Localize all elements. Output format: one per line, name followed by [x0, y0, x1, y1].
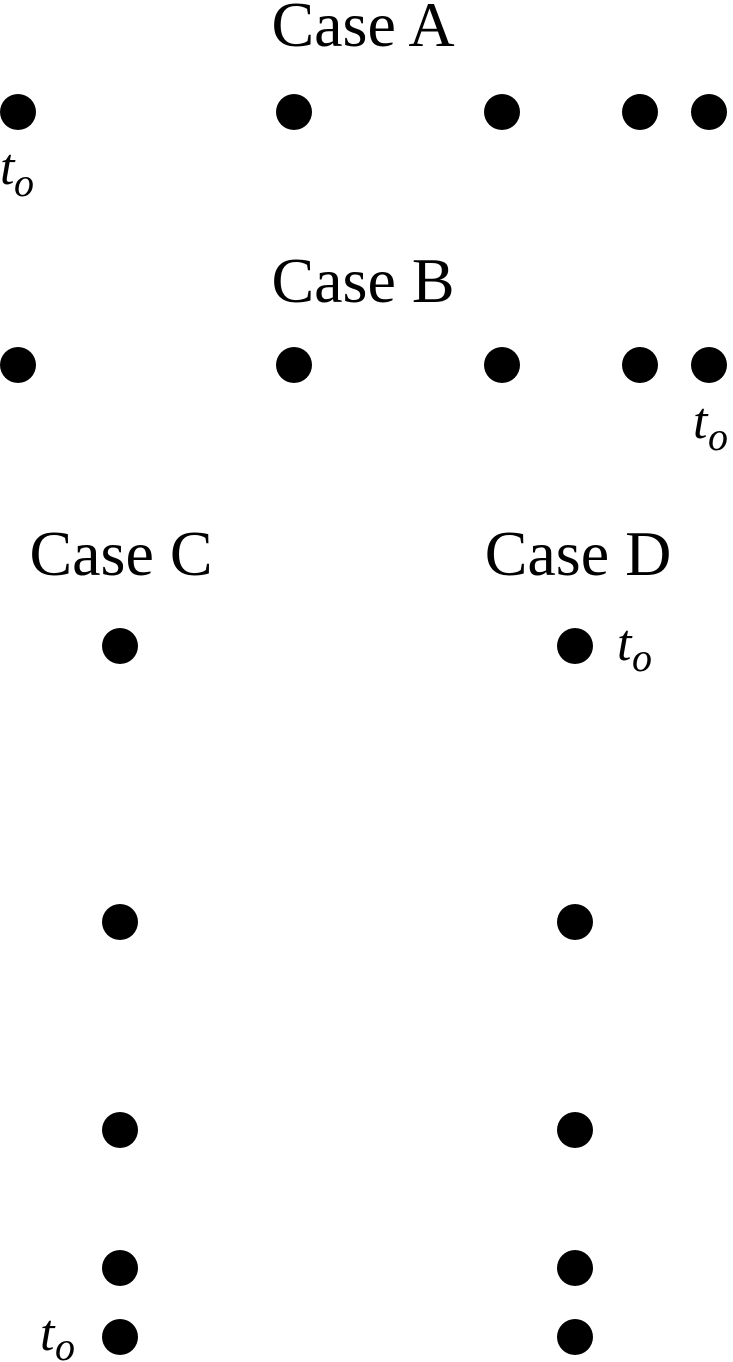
case-c-title: Case C: [29, 518, 212, 589]
case-b-t0-var: t: [693, 393, 709, 450]
case-a-t0-sub: o: [14, 160, 34, 205]
case-b-dot-4: [622, 347, 658, 383]
case-d-t0-label: t o: [617, 615, 652, 680]
case-d-dot-5: [557, 1319, 593, 1355]
case-a-t0-var: t: [0, 139, 16, 196]
case-a-dot-2: [276, 94, 312, 130]
case-a-dot-5: [691, 94, 727, 130]
case-d-dot-3: [557, 1112, 593, 1148]
case-b-dot-3: [484, 347, 520, 383]
case-b-t0-label: t o: [693, 393, 728, 459]
case-b-title: Case B: [271, 245, 454, 316]
case-c: Case C t o: [29, 518, 212, 1362]
case-d-title: Case D: [485, 518, 672, 589]
case-a-dot-3: [484, 94, 520, 130]
case-c-dot-4: [102, 1250, 138, 1286]
case-a-dot-4: [622, 94, 658, 130]
case-b-dot-1: [0, 347, 36, 383]
case-c-t0-sub: o: [55, 1324, 75, 1362]
case-a-dot-1: [0, 94, 36, 130]
case-d-dot-4: [557, 1250, 593, 1286]
case-c-dot-5: [102, 1319, 138, 1355]
case-a-title: Case A: [271, 0, 454, 60]
case-b: Case B t o: [0, 245, 728, 459]
case-d: Case D t o: [485, 518, 672, 1355]
case-d-dot-1: [557, 628, 593, 664]
case-c-dot-3: [102, 1112, 138, 1148]
case-d-t0-var: t: [617, 615, 633, 672]
case-b-t0-sub: o: [708, 414, 728, 459]
case-a: Case A t o: [0, 0, 727, 205]
case-c-dot-2: [102, 904, 138, 940]
case-b-dot-5: [691, 347, 727, 383]
case-c-dot-1: [102, 628, 138, 664]
case-c-t0-label: t o: [40, 1305, 75, 1362]
case-c-t0-var: t: [40, 1305, 56, 1362]
case-d-dot-2: [557, 904, 593, 940]
case-b-dot-2: [276, 347, 312, 383]
case-d-t0-sub: o: [632, 635, 652, 680]
case-a-t0-label: t o: [0, 139, 34, 205]
